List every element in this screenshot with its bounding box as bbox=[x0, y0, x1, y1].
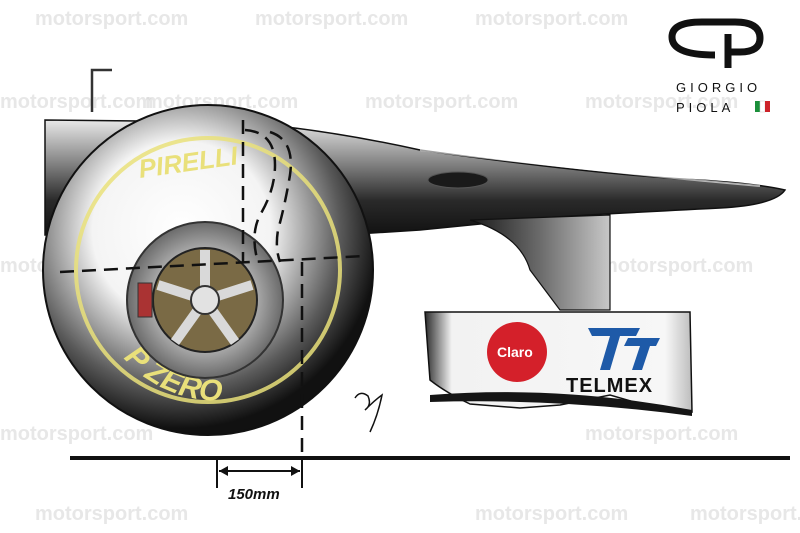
wing-flap-edge bbox=[430, 392, 692, 416]
watermark-text: motorsport.com bbox=[0, 91, 153, 113]
logo-line2: PIOLA bbox=[676, 100, 734, 115]
artist-signature bbox=[354, 392, 384, 433]
watermark-text: motorsport.com bbox=[475, 503, 628, 525]
wing-pylon bbox=[469, 214, 611, 311]
watermark-text: motorsport.com bbox=[585, 423, 738, 445]
brake-caliper bbox=[137, 282, 153, 318]
watermark-text: motorsport.com bbox=[35, 8, 188, 30]
construction-lines bbox=[59, 120, 366, 456]
flag-white bbox=[759, 100, 766, 113]
dimension-label: 150mm bbox=[228, 486, 280, 503]
telmex-text: TELMEX bbox=[566, 375, 653, 397]
dimension-marker bbox=[216, 458, 303, 488]
wheel-hub-nut bbox=[190, 285, 220, 315]
watermark-text: motorsport.com bbox=[365, 91, 518, 113]
nose-highlight bbox=[419, 149, 761, 187]
tyre-color-band bbox=[74, 136, 342, 404]
telmex-logo bbox=[588, 328, 660, 370]
claro-logo bbox=[487, 322, 547, 382]
flag-green bbox=[755, 101, 760, 112]
giorgio-piola-logo: GIORGIO PIOLA bbox=[668, 18, 770, 115]
watermark-text: motorsport.com bbox=[585, 91, 738, 113]
flag-red bbox=[765, 101, 770, 112]
watermark-text: motorsport.com bbox=[475, 8, 628, 30]
watermark-text: motorsport.com bbox=[690, 503, 800, 525]
nose-camera-pod bbox=[427, 171, 489, 189]
watermark-text: motorsport.com bbox=[255, 8, 408, 30]
claro-text: Claro bbox=[497, 344, 533, 360]
watermark-text: motorsport.com bbox=[35, 503, 188, 525]
watermark-text: motorsport.com bbox=[600, 255, 753, 277]
logo-line1: GIORGIO bbox=[676, 80, 761, 95]
mirror-stalk bbox=[90, 68, 112, 112]
watermark-text: motorsport.com bbox=[0, 423, 153, 445]
